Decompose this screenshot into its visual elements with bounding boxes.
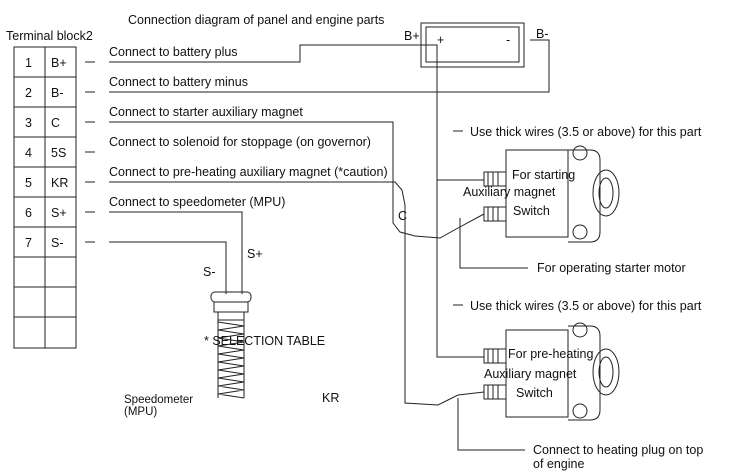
terminal-desc-3: Connect to starter auxiliary magnet	[109, 105, 303, 119]
diagram-title: Connection diagram of panel and engine p…	[128, 13, 384, 27]
starter-label-1: For starting	[512, 168, 575, 182]
terminal-desc-4: Connect to solenoid for stoppage (on gov…	[109, 135, 371, 149]
preheat-label-2: Auxiliary magnet	[484, 367, 577, 381]
terminal-num-4: 4	[25, 146, 32, 160]
terminal-code-7: S-	[51, 236, 64, 250]
battery-plus-sign: +	[437, 33, 444, 47]
preheat-note: Use thick wires (3.5 or above) for this …	[470, 299, 702, 313]
terminal-block-title: Terminal block2	[6, 29, 93, 43]
terminal-code-4: 5S	[51, 146, 66, 160]
preheat-label-1: For pre-heating	[508, 347, 594, 361]
terminal-desc-1: Connect to battery plus	[109, 45, 238, 59]
terminal-desc-5: Connect to pre-heating auxiliary magnet …	[109, 165, 388, 179]
terminal-num-2: 2	[25, 86, 32, 100]
battery-minus-sign: -	[506, 33, 510, 47]
wire-label-s-minus: S-	[203, 265, 216, 279]
speedometer-label-1: Speedometer	[124, 394, 193, 406]
wire-label-c: C	[398, 209, 407, 223]
terminal-block-table	[13, 46, 77, 349]
starter-note: Use thick wires (3.5 or above) for this …	[470, 125, 702, 139]
starter-label-2: Auxiliary magnet	[463, 185, 556, 199]
terminal-num-7: 7	[25, 236, 32, 250]
terminal-num-5: 5	[25, 176, 32, 190]
battery-minus-label: B-	[536, 27, 549, 41]
speedometer-label-2: (MPU)	[124, 406, 157, 418]
wires	[109, 39, 550, 451]
terminal-code-6: S+	[51, 206, 67, 220]
speedometer-sensor	[210, 291, 252, 399]
starter-magnet-switch	[483, 145, 620, 243]
terminal-code-2: B-	[51, 86, 64, 100]
terminal-num-6: 6	[25, 206, 32, 220]
preheat-magnet-switch	[483, 322, 620, 421]
terminal-code-3: C	[51, 116, 60, 130]
starter-output-label: For operating starter motor	[537, 261, 686, 275]
terminal-num-1: 1	[25, 56, 32, 70]
terminal-dashes	[85, 61, 95, 243]
wire-label-kr: KR	[322, 391, 339, 405]
terminal-num-3: 3	[25, 116, 32, 130]
terminal-desc-2: Connect to battery minus	[109, 75, 248, 89]
starter-label-3: Switch	[513, 204, 550, 218]
terminal-code-5: KR	[51, 176, 68, 190]
preheat-output-label-2: of engine	[533, 457, 584, 471]
wire-label-s-plus: S+	[247, 247, 263, 261]
preheat-label-3: Switch	[516, 386, 553, 400]
battery-plus-label: B+	[404, 29, 420, 43]
terminal-code-1: B+	[51, 56, 67, 70]
selection-table-label: * SELECTION TABLE	[204, 334, 325, 348]
preheat-output-label-1: Connect to heating plug on top	[533, 443, 703, 457]
terminal-desc-6: Connect to speedometer (MPU)	[109, 195, 285, 209]
